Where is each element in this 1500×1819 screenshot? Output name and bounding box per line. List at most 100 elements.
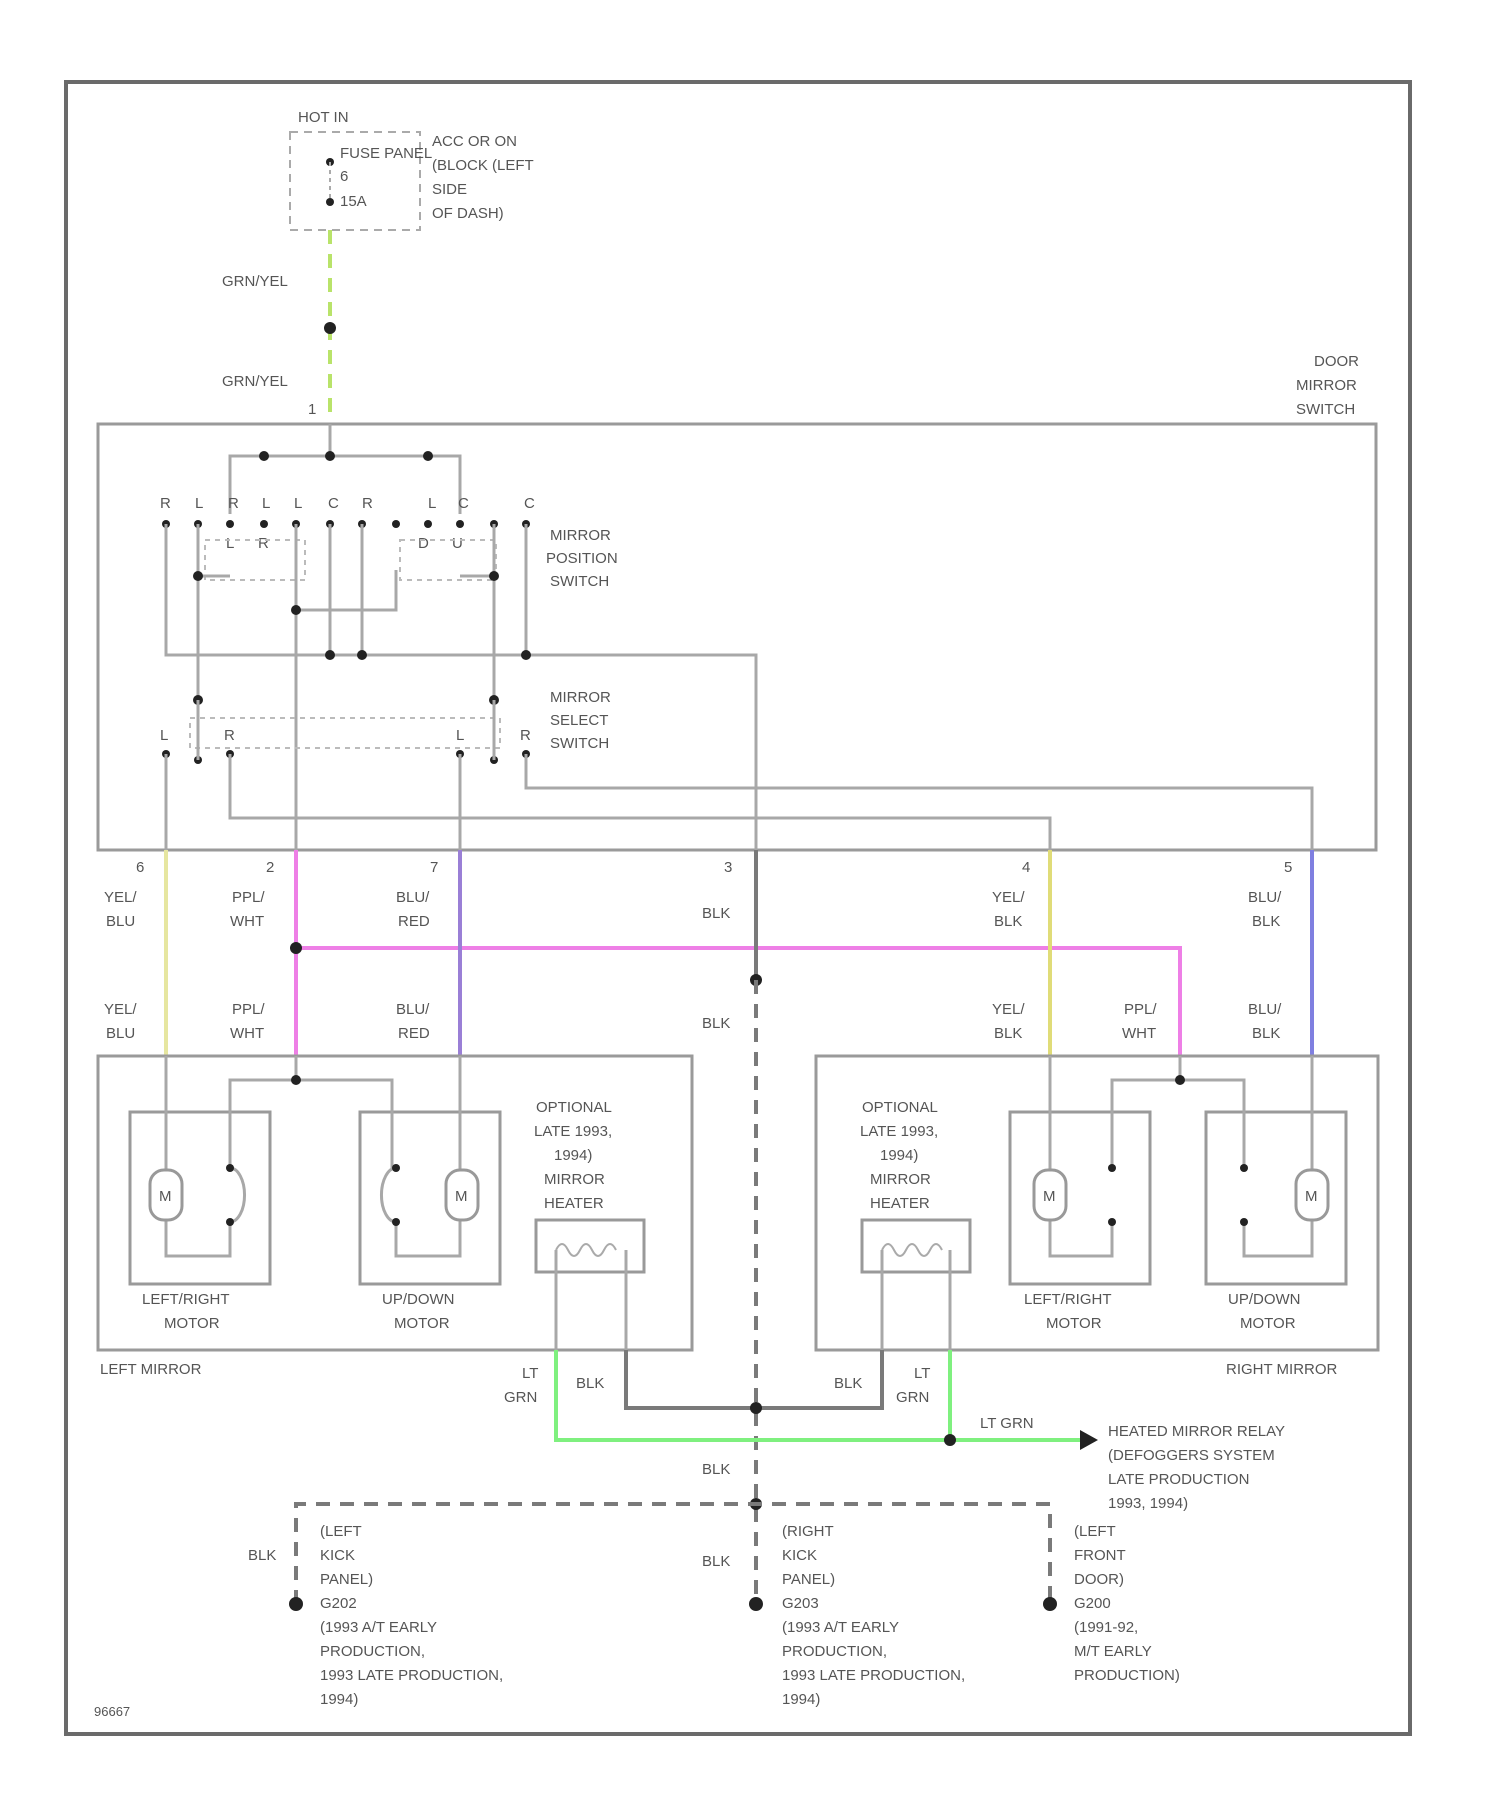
label-line: HEATER <box>870 1195 930 1212</box>
contact-letter: C <box>328 495 339 512</box>
wire-label: BLU/ <box>396 1001 430 1018</box>
motor-wire <box>1180 1080 1244 1168</box>
left-mirror-label: LEFT MIRROR <box>100 1361 202 1378</box>
wire-label: RED <box>398 913 430 930</box>
location-line: ACC OR ON <box>432 133 517 150</box>
left-mirror-ud-motor: M <box>446 1170 478 1220</box>
contact-dot <box>260 520 268 528</box>
label-line: SWITCH <box>550 573 609 590</box>
ground-line: FRONT <box>1074 1547 1126 1564</box>
contact-dot <box>1108 1218 1116 1226</box>
contact-dot <box>226 1218 234 1226</box>
motor-symbol-text: M <box>1305 1188 1318 1205</box>
label-line: OPTIONAL <box>862 1099 938 1116</box>
wire-label: LT <box>914 1365 930 1382</box>
label-line: MIRROR <box>550 527 611 544</box>
select-switch-section <box>190 718 500 748</box>
wire-label: BLK <box>248 1547 276 1564</box>
contact-letter: R <box>258 535 269 552</box>
motor-label: LEFT/RIGHT <box>1024 1291 1112 1308</box>
location-line: SIDE <box>432 181 467 198</box>
ground-label-right: (LEFT FRONT DOOR) G200 (1991-92, M/T EAR… <box>1074 1523 1180 1684</box>
select-switch-contacts <box>162 750 530 764</box>
pin-label: 3 <box>724 859 732 876</box>
motor-wire <box>1244 1056 1312 1256</box>
contact-letter: U <box>452 535 463 552</box>
motor-label: UP/DOWN <box>382 1291 455 1308</box>
ground-point <box>289 1597 303 1611</box>
label-line: SWITCH <box>550 735 609 752</box>
position-switch-section <box>400 540 496 580</box>
wire-label: BLK <box>1252 1025 1280 1042</box>
ground-line: PRODUCTION, <box>782 1643 887 1660</box>
motor-wire <box>296 1080 392 1168</box>
wire-label: BLU/ <box>1248 1001 1282 1018</box>
wire-label: GRN/YEL <box>222 373 288 390</box>
splice-dot <box>325 451 335 461</box>
label-line: 1994) <box>554 1147 592 1164</box>
splice-dot <box>290 942 302 954</box>
ground-line: PANEL) <box>320 1571 373 1588</box>
wire-label: WHT <box>230 913 264 930</box>
motor-symbol-text: M <box>455 1188 468 1205</box>
switch-wire <box>230 754 1050 850</box>
wire-label: LT GRN <box>980 1415 1034 1432</box>
motor-label: MOTOR <box>394 1315 450 1332</box>
switch-contact-letters: R L R L L C R L C C <box>160 495 535 512</box>
label-line: SELECT <box>550 712 608 729</box>
title-line: DOOR <box>1314 353 1359 370</box>
ground-line: PRODUCTION, <box>320 1643 425 1660</box>
switch-wire <box>296 570 396 610</box>
fuse-line: FUSE PANEL <box>340 145 432 162</box>
wire-labels-upper: YEL/ BLU PPL/ WHT BLU/ RED BLK YEL/ BLK … <box>104 889 1282 930</box>
wire-label: PPL/ <box>1124 1001 1157 1018</box>
wire-label: BLU/ <box>396 889 430 906</box>
label-line: POSITION <box>546 550 618 567</box>
label-line: 1994) <box>880 1147 918 1164</box>
note-line: 1993, 1994) <box>1108 1495 1188 1512</box>
pin-label: 2 <box>266 859 274 876</box>
right-mirror-ud-motor: M <box>1296 1170 1328 1220</box>
figure-id: 96667 <box>94 1704 130 1719</box>
wire-label: YEL/ <box>992 889 1025 906</box>
splice-dot <box>423 451 433 461</box>
contact-letter: L <box>160 727 168 744</box>
splice-dot <box>357 650 367 660</box>
splice-dot <box>193 571 203 581</box>
pin-label: 6 <box>136 859 144 876</box>
left-mirror-wiring <box>166 1056 460 1256</box>
contact-letter: R <box>362 495 373 512</box>
pin-label: 7 <box>430 859 438 876</box>
label-line: MIRROR <box>544 1171 605 1188</box>
contact-letter: L <box>262 495 270 512</box>
relay-note: HEATED MIRROR RELAY (DEFOGGERS SYSTEM LA… <box>1108 1423 1285 1512</box>
motor-label: MOTOR <box>1240 1315 1296 1332</box>
ground-point <box>1043 1597 1057 1611</box>
motor-wire <box>166 1056 230 1256</box>
wire-label: WHT <box>230 1025 264 1042</box>
heater-coil <box>882 1244 942 1256</box>
splice-dot <box>324 322 336 334</box>
contact-letter: C <box>524 495 535 512</box>
contact-dot <box>226 1164 234 1172</box>
title-line: MIRROR <box>1296 377 1357 394</box>
wire-label: BLK <box>702 1461 730 1478</box>
switch-top-contacts <box>162 520 530 528</box>
ground-line: 1993 LATE PRODUCTION, <box>320 1667 503 1684</box>
wire-label: BLK <box>994 913 1022 930</box>
ground-line: (1993 A/T EARLY <box>320 1619 437 1636</box>
splice-dot <box>291 1075 301 1085</box>
contact-dot <box>456 520 464 528</box>
ground-line: 1994) <box>782 1691 820 1708</box>
wire-label: BLK <box>994 1025 1022 1042</box>
right-heater-label: OPTIONAL LATE 1993, 1994) MIRROR HEATER <box>860 1099 938 1212</box>
motor-label: MOTOR <box>164 1315 220 1332</box>
splice-dot <box>750 1402 762 1414</box>
note-line: LATE PRODUCTION <box>1108 1471 1249 1488</box>
wire-label: PPL/ <box>232 889 265 906</box>
wire-label: YEL/ <box>992 1001 1025 1018</box>
wire-blk <box>626 1350 756 1408</box>
splice-dot <box>259 451 269 461</box>
